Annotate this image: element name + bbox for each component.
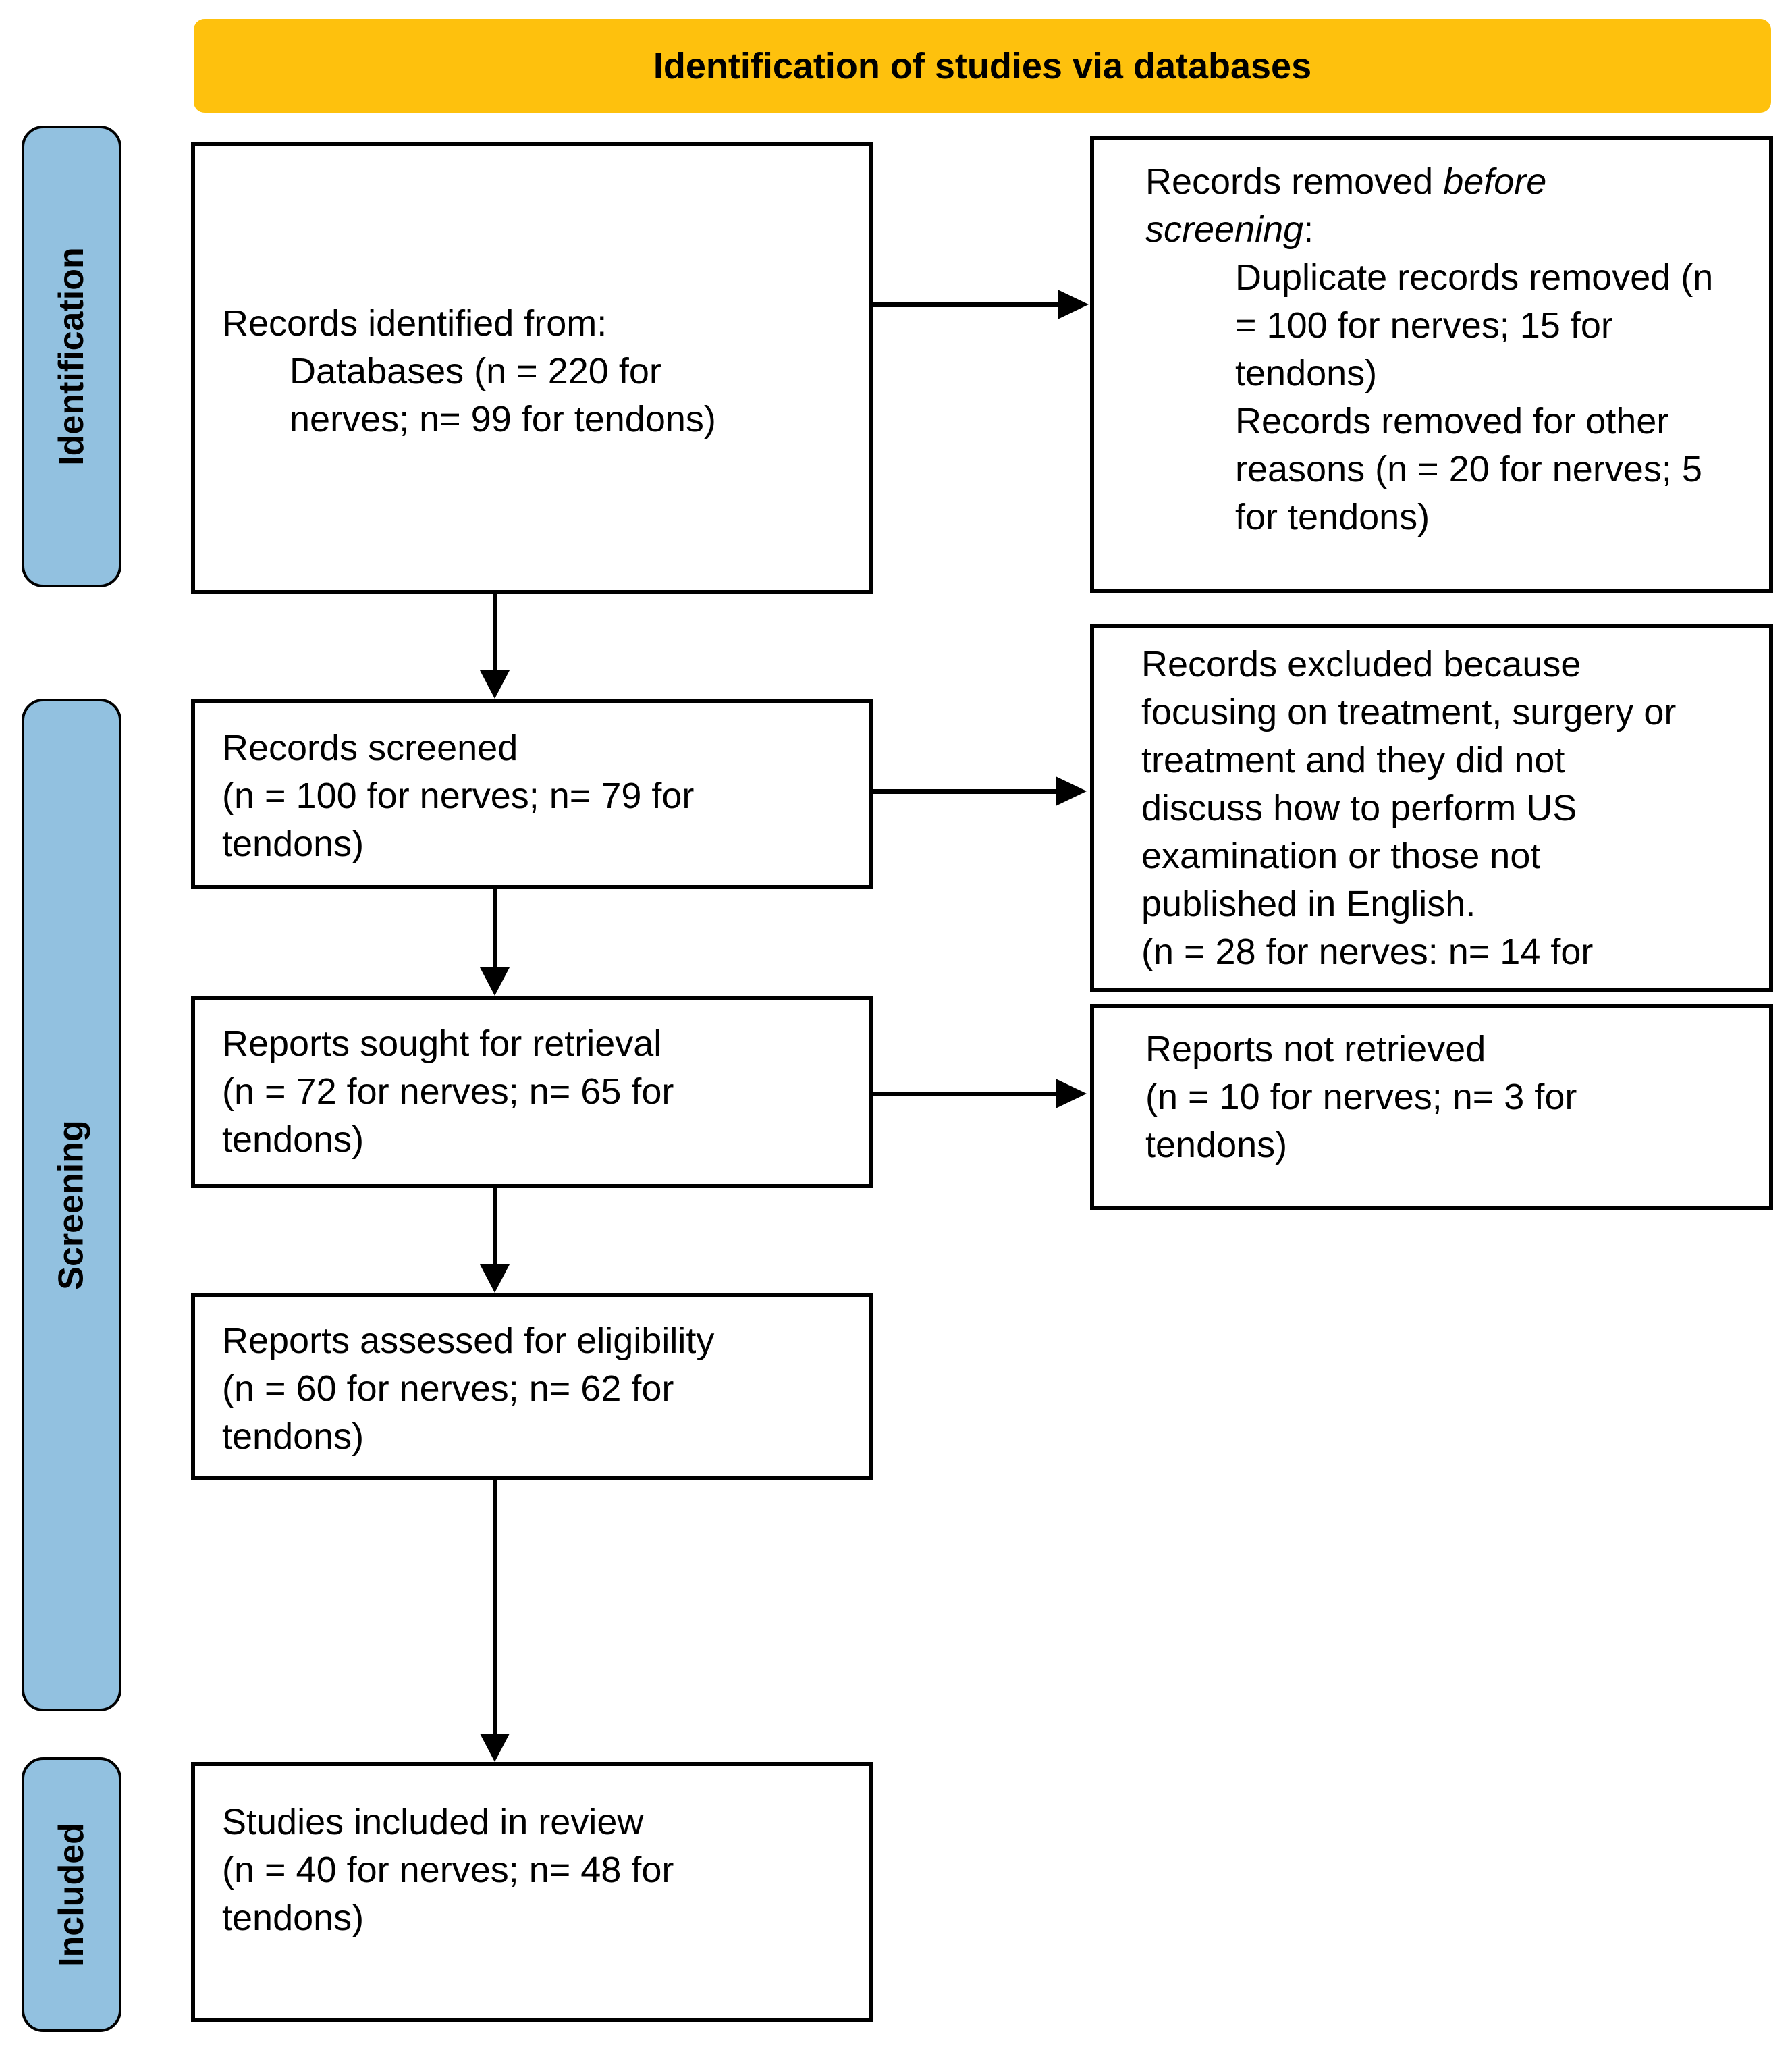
stage-label-identification: Identification [52,247,91,466]
arrow-line-assessed-to-included [493,1478,497,1734]
arrow-head-screened-to-excluded [1056,776,1087,806]
box-line: discuss how to perform US [1141,788,1577,828]
stage-bar-identification: Identification [22,126,121,587]
box-records-removed: Records removed before screening: Duplic… [1090,136,1773,593]
box-line-text: Records removed [1145,161,1444,202]
box-line: Duplicate records removed (n [1235,257,1714,298]
box-line: tendons) [222,824,364,864]
box-line: (n = 60 for nerves; n= 62 for [222,1368,674,1409]
stage-label-screening: Screening [52,1120,92,1290]
box-line: Records excluded because [1141,644,1581,685]
stage-bar-screening: Screening [22,699,121,1711]
arrow-head-sought-to-not-retrieved [1056,1079,1087,1108]
arrow-line-screened-to-sought [493,887,497,967]
box-line: Studies included in review [222,1802,644,1842]
box-line: examination or those not [1141,836,1541,876]
box-line: Records removed before [1145,158,1759,206]
box-line-italic: before [1443,161,1547,202]
box-line: for tendons) [1235,497,1430,537]
box-line: Records screened [222,728,518,768]
box-line: = 100 for nerves; 15 for [1235,305,1613,346]
box-line: tendons) [1235,353,1378,394]
box-reports-not-retrieved: Reports not retrieved (n = 10 for nerves… [1090,1004,1773,1210]
box-line: Reports sought for retrieval [222,1023,662,1064]
stage-label-included: Included [52,1822,92,1967]
box-line: tendons) [222,1416,364,1457]
box-line: Records identified from: [222,303,607,344]
box-line: tendons) [1145,1125,1288,1165]
box-line: nerves; n= 99 for tendons) [290,399,716,439]
arrow-head-identified-to-removed [1058,290,1089,319]
box-records-screened: Records screened (n = 100 for nerves; n=… [191,699,873,889]
box-line: (n = 28 for nerves: n= 14 for [1141,932,1594,972]
arrow-head-sought-to-assessed [480,1264,510,1293]
arrow-head-identified-to-screened [480,670,510,699]
banner-identification-of-studies: Identification of studies via databases [194,19,1771,113]
arrow-line-screened-to-excluded [871,789,1056,794]
box-line: (n = 40 for nerves; n= 48 for [222,1850,674,1890]
box-line-text: : [1303,209,1314,250]
arrow-line-sought-to-not-retrieved [871,1092,1056,1096]
box-line: treatment and they did not [1141,740,1565,780]
box-line: screening: [1145,206,1759,254]
box-line: (n = 100 for nerves; n= 79 for [222,776,695,816]
box-line: Records removed for other [1235,401,1669,441]
box-line: Reports not retrieved [1145,1029,1486,1069]
box-line: reasons (n = 20 for nerves; 5 [1235,449,1702,489]
stage-bar-included: Included [22,1757,121,2032]
box-line: (n = 10 for nerves; n= 3 for [1145,1077,1577,1117]
box-records-identified: Records identified from: Databases (n = … [191,142,873,594]
box-reports-assessed: Reports assessed for eligibility (n = 60… [191,1293,873,1480]
box-line: tendons) [222,1119,364,1160]
arrow-head-assessed-to-included [480,1734,510,1762]
arrow-head-screened-to-sought [480,967,510,996]
box-line: published in English. [1141,884,1476,924]
box-line-italic: screening [1145,209,1304,250]
box-line: (n = 72 for nerves; n= 65 for [222,1071,674,1112]
arrow-line-identified-to-screened [493,592,497,670]
box-line: Databases (n = 220 for [290,351,661,392]
box-line: focusing on treatment, surgery or [1141,692,1677,732]
banner-label: Identification of studies via databases [653,45,1312,86]
box-studies-included: Studies included in review (n = 40 for n… [191,1762,873,2022]
arrow-line-identified-to-removed [871,302,1058,307]
arrow-line-sought-to-assessed [493,1186,497,1264]
box-line: tendons) [222,1898,364,1938]
box-line: Reports assessed for eligibility [222,1320,715,1361]
box-records-excluded: Records excluded because focusing on tre… [1090,624,1773,992]
box-reports-sought: Reports sought for retrieval (n = 72 for… [191,996,873,1188]
